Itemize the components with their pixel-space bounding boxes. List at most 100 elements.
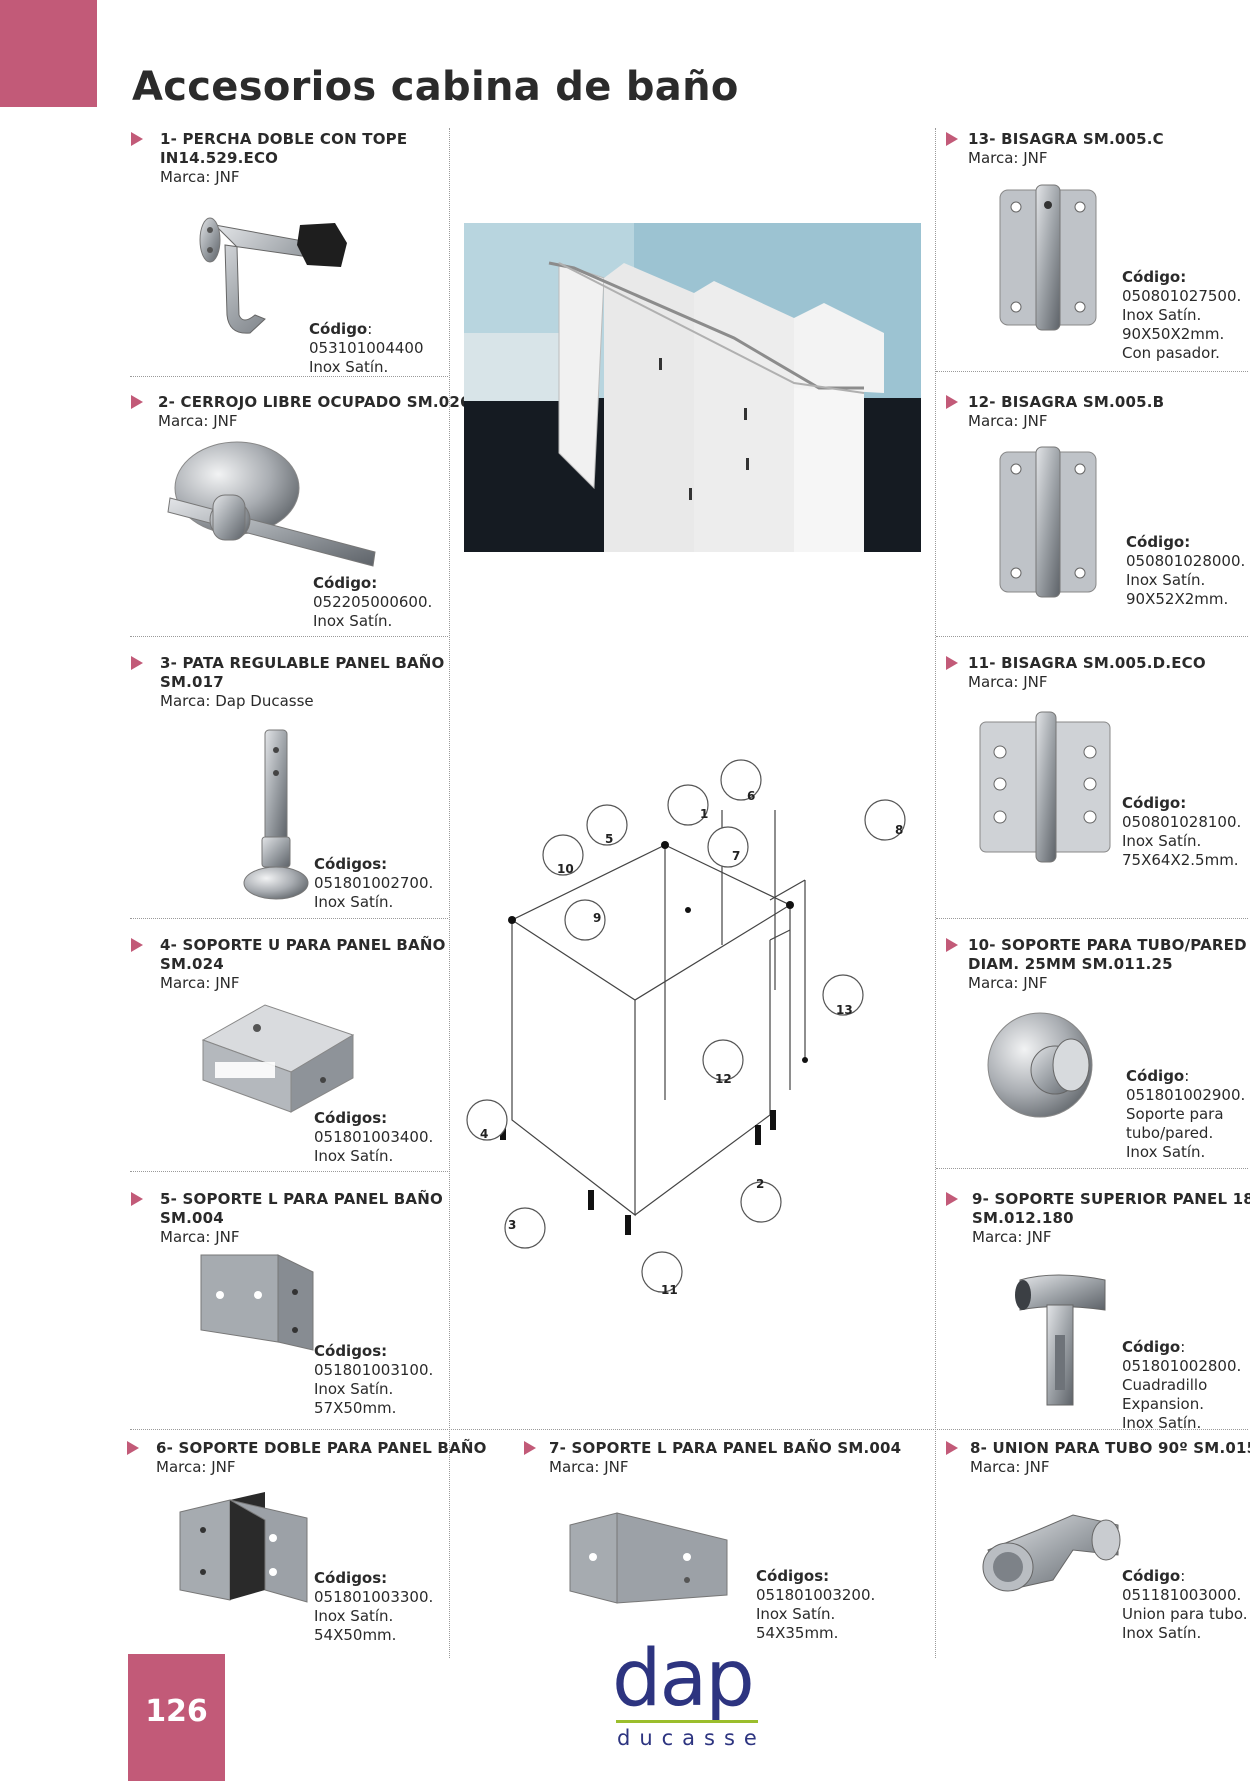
hinge-image <box>979 711 1111 863</box>
product-brand: Marca: Dap Ducasse <box>160 692 314 710</box>
diagram-label: 4 <box>480 1127 488 1141</box>
product-code-block: Código: 051801002900. Soporte para tubo/… <box>1126 1067 1246 1161</box>
cabin-photo <box>464 223 921 552</box>
tube-wall-support-image <box>987 1012 1093 1118</box>
code-label: Códigos: <box>314 1109 388 1127</box>
code-label: Código <box>1126 1067 1185 1085</box>
product-code-block: Códigos: 051801002700. Inox Satín. <box>314 855 433 912</box>
code-line: Inox Satín. <box>313 612 393 630</box>
code-line: Inox Satín. <box>1122 1624 1202 1642</box>
diagram-label: 6 <box>747 789 755 803</box>
code-line: 050801028100. <box>1122 813 1242 831</box>
row-divider <box>936 1168 1248 1169</box>
bullet-arrow-icon <box>127 1441 139 1455</box>
product-brand: Marca: JNF <box>160 168 240 186</box>
code-line: 051801002900. <box>1126 1086 1246 1104</box>
code-line: 051801003400. <box>314 1128 434 1146</box>
bullet-arrow-icon <box>131 132 143 146</box>
code-line: 050801028000. <box>1126 552 1246 570</box>
product-name-line: 4- SOPORTE U PARA PANEL BAÑO <box>160 936 446 954</box>
code-line: 75X64X2.5mm. <box>1122 851 1239 869</box>
code-line: Inox Satín. <box>1122 306 1202 324</box>
code-line: 90X50X2mm. <box>1122 325 1225 343</box>
row-divider <box>936 636 1248 637</box>
code-line: Inox Satín. <box>1126 571 1206 589</box>
product-code-block: Código: 050801028100. Inox Satín. 75X64X… <box>1122 794 1241 870</box>
product-name-line: 1- PERCHA DOBLE CON TOPE <box>160 130 408 148</box>
code-label: Códigos: <box>314 1569 388 1587</box>
page-number-box <box>128 1654 225 1781</box>
code-label: Código <box>1122 1567 1181 1585</box>
row-divider <box>130 1429 1248 1430</box>
page-title: Accesorios cabina de baño <box>132 64 739 110</box>
code-line: Inox Satín. <box>314 893 394 911</box>
hinge-image <box>999 446 1097 598</box>
product-code-block: Código: 051801002800. Cuadradillo Expans… <box>1122 1338 1242 1432</box>
double-bracket-image <box>179 1492 308 1603</box>
diagram-label: 2 <box>756 1177 764 1191</box>
bullet-arrow-icon <box>946 656 958 670</box>
l-bracket-image <box>569 1512 728 1604</box>
code-line: 051801003200. <box>756 1586 876 1604</box>
code-line: 57X50mm. <box>314 1399 397 1417</box>
top-support-image <box>1015 1274 1106 1406</box>
code-line: Union para tubo. <box>1122 1605 1248 1623</box>
code-label: Código: <box>1126 533 1191 551</box>
code-label: Código <box>309 320 368 338</box>
product-code-block: Código: 052205000600. Inox Satín. <box>313 574 432 631</box>
tube-union-image <box>982 1514 1121 1592</box>
row-divider <box>130 376 448 377</box>
product-name-line: SM.012.180 <box>972 1209 1074 1227</box>
product-brand: Marca: JNF <box>160 974 240 992</box>
code-line: 050801027500. <box>1122 287 1242 305</box>
product-brand: Marca: JNF <box>968 149 1048 167</box>
product-name-line: 3- PATA REGULABLE PANEL BAÑO <box>160 654 445 672</box>
product-name-line: 10- SOPORTE PARA TUBO/PARED <box>968 936 1247 954</box>
code-line: Inox Satín. <box>309 358 389 376</box>
product-name-line: 2- CERROJO LIBRE OCUPADO SM.026 <box>158 393 471 411</box>
code-line: 54X50mm. <box>314 1626 397 1644</box>
product-code-block: Código: 050801027500. Inox Satín. 90X50X… <box>1122 268 1241 363</box>
code-line: Cuadradillo <box>1122 1376 1208 1394</box>
column-divider-right <box>935 128 936 1658</box>
product-brand: Marca: JNF <box>972 1228 1052 1246</box>
product-code-block: Código: 050801028000. Inox Satín. 90X52X… <box>1126 533 1245 609</box>
code-line: Inox Satín. <box>1122 832 1202 850</box>
code-line: Inox Satín. <box>756 1605 836 1623</box>
code-line: 051801003100. <box>314 1361 434 1379</box>
code-line: Inox Satín. <box>1122 1414 1202 1432</box>
product-name-line: SM.004 <box>160 1209 224 1227</box>
product-code-block: Códigos: 051801003400. Inox Satín. <box>314 1109 433 1166</box>
diagram-label: 12 <box>715 1072 732 1086</box>
product-name-line: 8- UNION PARA TUBO 90º SM.015.25 <box>970 1439 1250 1457</box>
hinge-image <box>999 184 1097 331</box>
l-bracket-image <box>200 1254 314 1351</box>
code-label: Código: <box>313 574 378 592</box>
code-line: Expansion. <box>1122 1395 1205 1413</box>
product-name-line: 12- BISAGRA SM.005.B <box>968 393 1165 411</box>
diagram-label: 7 <box>732 849 740 863</box>
code-label: Código <box>1122 1338 1181 1356</box>
product-name-line: SM.024 <box>160 955 224 973</box>
product-name-line: 13- BISAGRA SM.005.C <box>968 130 1164 148</box>
row-divider <box>130 636 448 637</box>
bullet-arrow-icon <box>946 1192 958 1206</box>
product-name-line: 11- BISAGRA SM.005.D.ECO <box>968 654 1206 672</box>
corner-accent <box>0 0 97 107</box>
code-line: tubo/pared. <box>1126 1124 1214 1142</box>
diagram-label: 13 <box>836 1003 853 1017</box>
product-code-block: Código: 053101004400 Inox Satín. <box>309 320 424 376</box>
product-name-line: 5- SOPORTE L PARA PANEL BAÑO <box>160 1190 443 1208</box>
product-name-line: 7- SOPORTE L PARA PANEL BAÑO SM.004 <box>549 1439 902 1457</box>
bullet-arrow-icon <box>131 656 143 670</box>
product-code-block: Códigos: 051801003200. Inox Satín. 54X35… <box>756 1567 875 1643</box>
bullet-arrow-icon <box>946 1441 958 1455</box>
product-name-line: DIAM. 25MM SM.011.25 <box>968 955 1173 973</box>
product-name-line: IN14.529.ECO <box>160 149 279 167</box>
product-brand: Marca: JNF <box>158 412 238 430</box>
code-line: 90X52X2mm. <box>1126 590 1229 608</box>
product-code-block: Código: 051181003000. Union para tubo. I… <box>1122 1567 1248 1642</box>
diagram-label: 10 <box>557 862 574 876</box>
code-line: 051801002800. <box>1122 1357 1242 1375</box>
code-line: Con pasador. <box>1122 344 1220 362</box>
